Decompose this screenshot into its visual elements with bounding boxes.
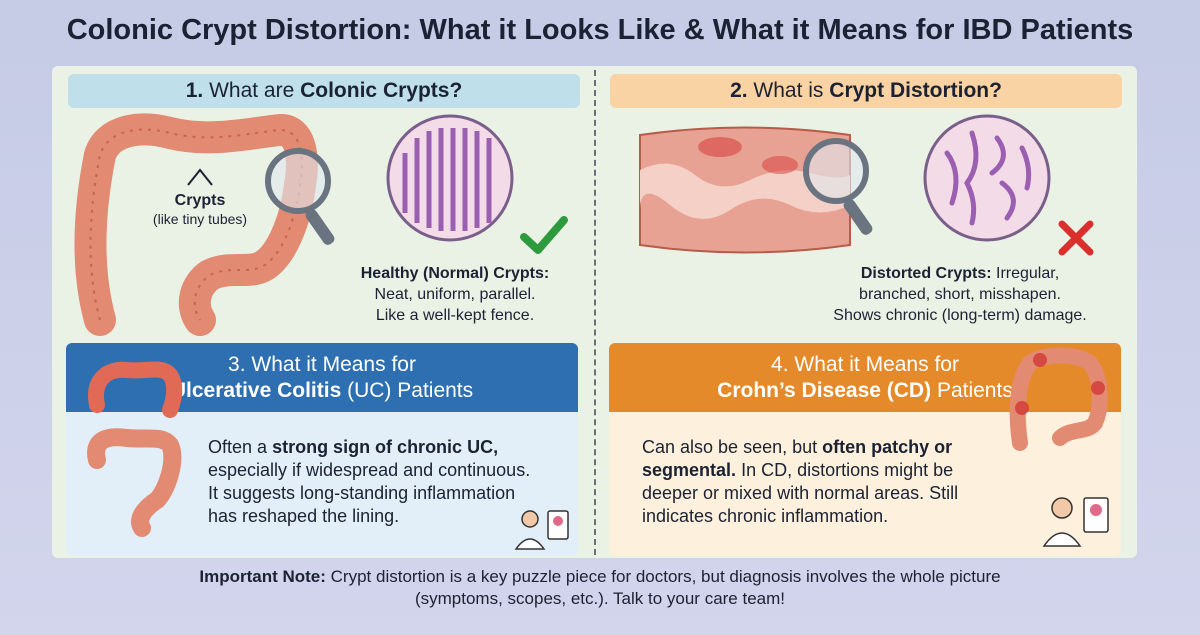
section1-heading-pre: What are [209,79,295,102]
magnifier-icon [265,148,335,245]
magnifier-icon [803,138,873,235]
distorted-crypts-micrograph [923,114,1051,242]
cd-card-header-line1: 4. What it Means for [771,353,959,376]
cd-body-line2-rest: In CD, distortions might be [741,460,954,480]
section2-heading-pre: What is [753,79,824,102]
uc-body-pre: Often a [208,437,268,457]
crypts-label: Crypts [174,192,226,209]
cross-icon [1058,220,1094,256]
note-line2: (symptoms, scopes, etc.). Talk to your c… [414,589,786,608]
cd-card-body: Can also be seen, but often patchy or se… [642,436,1022,528]
cd-body-pre: Can also be seen, but [642,437,818,457]
cd-body-bold2: segmental. [642,460,737,480]
dashed-divider [594,70,596,555]
healthy-colon-illustration [74,113,318,336]
note-line1-text: Crypt distortion is a key puzzle piece f… [330,567,1001,586]
cd-body-line2: segmental. In CD, distortions might be [642,459,1022,482]
cd-body-bold1: often patchy or [822,437,953,457]
cd-card: 4. What it Means for Crohn’s Disease (CD… [609,343,1121,556]
cd-body-line4: indicates chronic inflammation. [642,506,889,526]
section2-heading-num: 2. [730,79,748,102]
uc-card-header: 3. What it Means for Ulcerative Colitis … [66,343,578,412]
crypts-sublabel: (like tiny tubes) [152,211,248,227]
uc-card-header-bold: Ulcerative Colitis [170,379,342,402]
section2-heading-bold: Crypt Distortion? [829,79,1002,102]
uc-colon-illustration [87,361,183,537]
section1-heading-bold: Colonic Crypts? [300,79,463,102]
uc-card-header-line2: Ulcerative Colitis (UC) Patients [66,378,578,404]
cd-card-header-bold: Crohn’s Disease (CD) [717,379,932,402]
doctor-icon [1042,497,1109,547]
uc-body-bold: strong sign of chronic UC, [272,437,499,457]
healthy-crypts-micrograph [386,114,514,242]
section1-heading: 1. What are Colonic Crypts? [68,74,580,108]
cd-colon-illustration [1009,347,1108,451]
distorted-crypts-line1-text: Irregular, [996,265,1060,282]
cd-card-header-line2: Crohn’s Disease (CD) Patients [609,378,1121,404]
healthy-crypts-title: Healthy (Normal) Crypts: [360,265,550,282]
healthy-crypts-line2: Like a well-kept fence. [375,307,535,324]
important-note: Important Note: Crypt distortion is a ke… [40,566,1160,610]
doctor-icon [514,510,569,550]
distorted-crypts-line1: Distorted Crypts: Irregular, [810,263,1110,284]
uc-body-line1: Often a strong sign of chronic UC, [208,436,568,459]
uc-body-line2: especially if widespread and continuous. [208,460,531,480]
note-line1: Important Note: Crypt distortion is a ke… [40,566,1160,588]
uc-card-body: Often a strong sign of chronic UC, espec… [208,436,568,528]
distorted-crypts-line2: branched, short, misshapen. [859,286,1061,303]
uc-body-line3: It suggests long-standing inflammation [208,483,516,503]
uc-card-header-line1: 3. What it Means for [228,353,416,376]
section2-heading: 2. What is Crypt Distortion? [610,74,1122,108]
cd-body-line3: deeper or mixed with normal areas. Still [642,483,959,503]
cd-body-line1: Can also be seen, but often patchy or [642,436,1022,459]
section1-heading-num: 1. [185,79,204,102]
check-icon [520,216,568,254]
uc-card: 3. What it Means for Ulcerative Colitis … [66,343,578,556]
healthy-crypts-line1: Neat, uniform, parallel. [374,286,536,303]
note-bold: Important Note: [199,567,326,586]
uc-body-line4: has reshaped the lining. [208,506,400,526]
distorted-crypts-line3: Shows chronic (long-term) damage. [833,307,1087,324]
cd-card-header-rest: Patients [936,379,1013,402]
distorted-tissue-illustration [639,126,851,254]
cd-card-header: 4. What it Means for Crohn’s Disease (CD… [609,343,1121,412]
uc-card-header-rest: (UC) Patients [347,379,474,402]
distorted-crypts-title: Distorted Crypts: [860,265,992,282]
page-title: Colonic Crypt Distortion: What it Looks … [66,14,1134,46]
